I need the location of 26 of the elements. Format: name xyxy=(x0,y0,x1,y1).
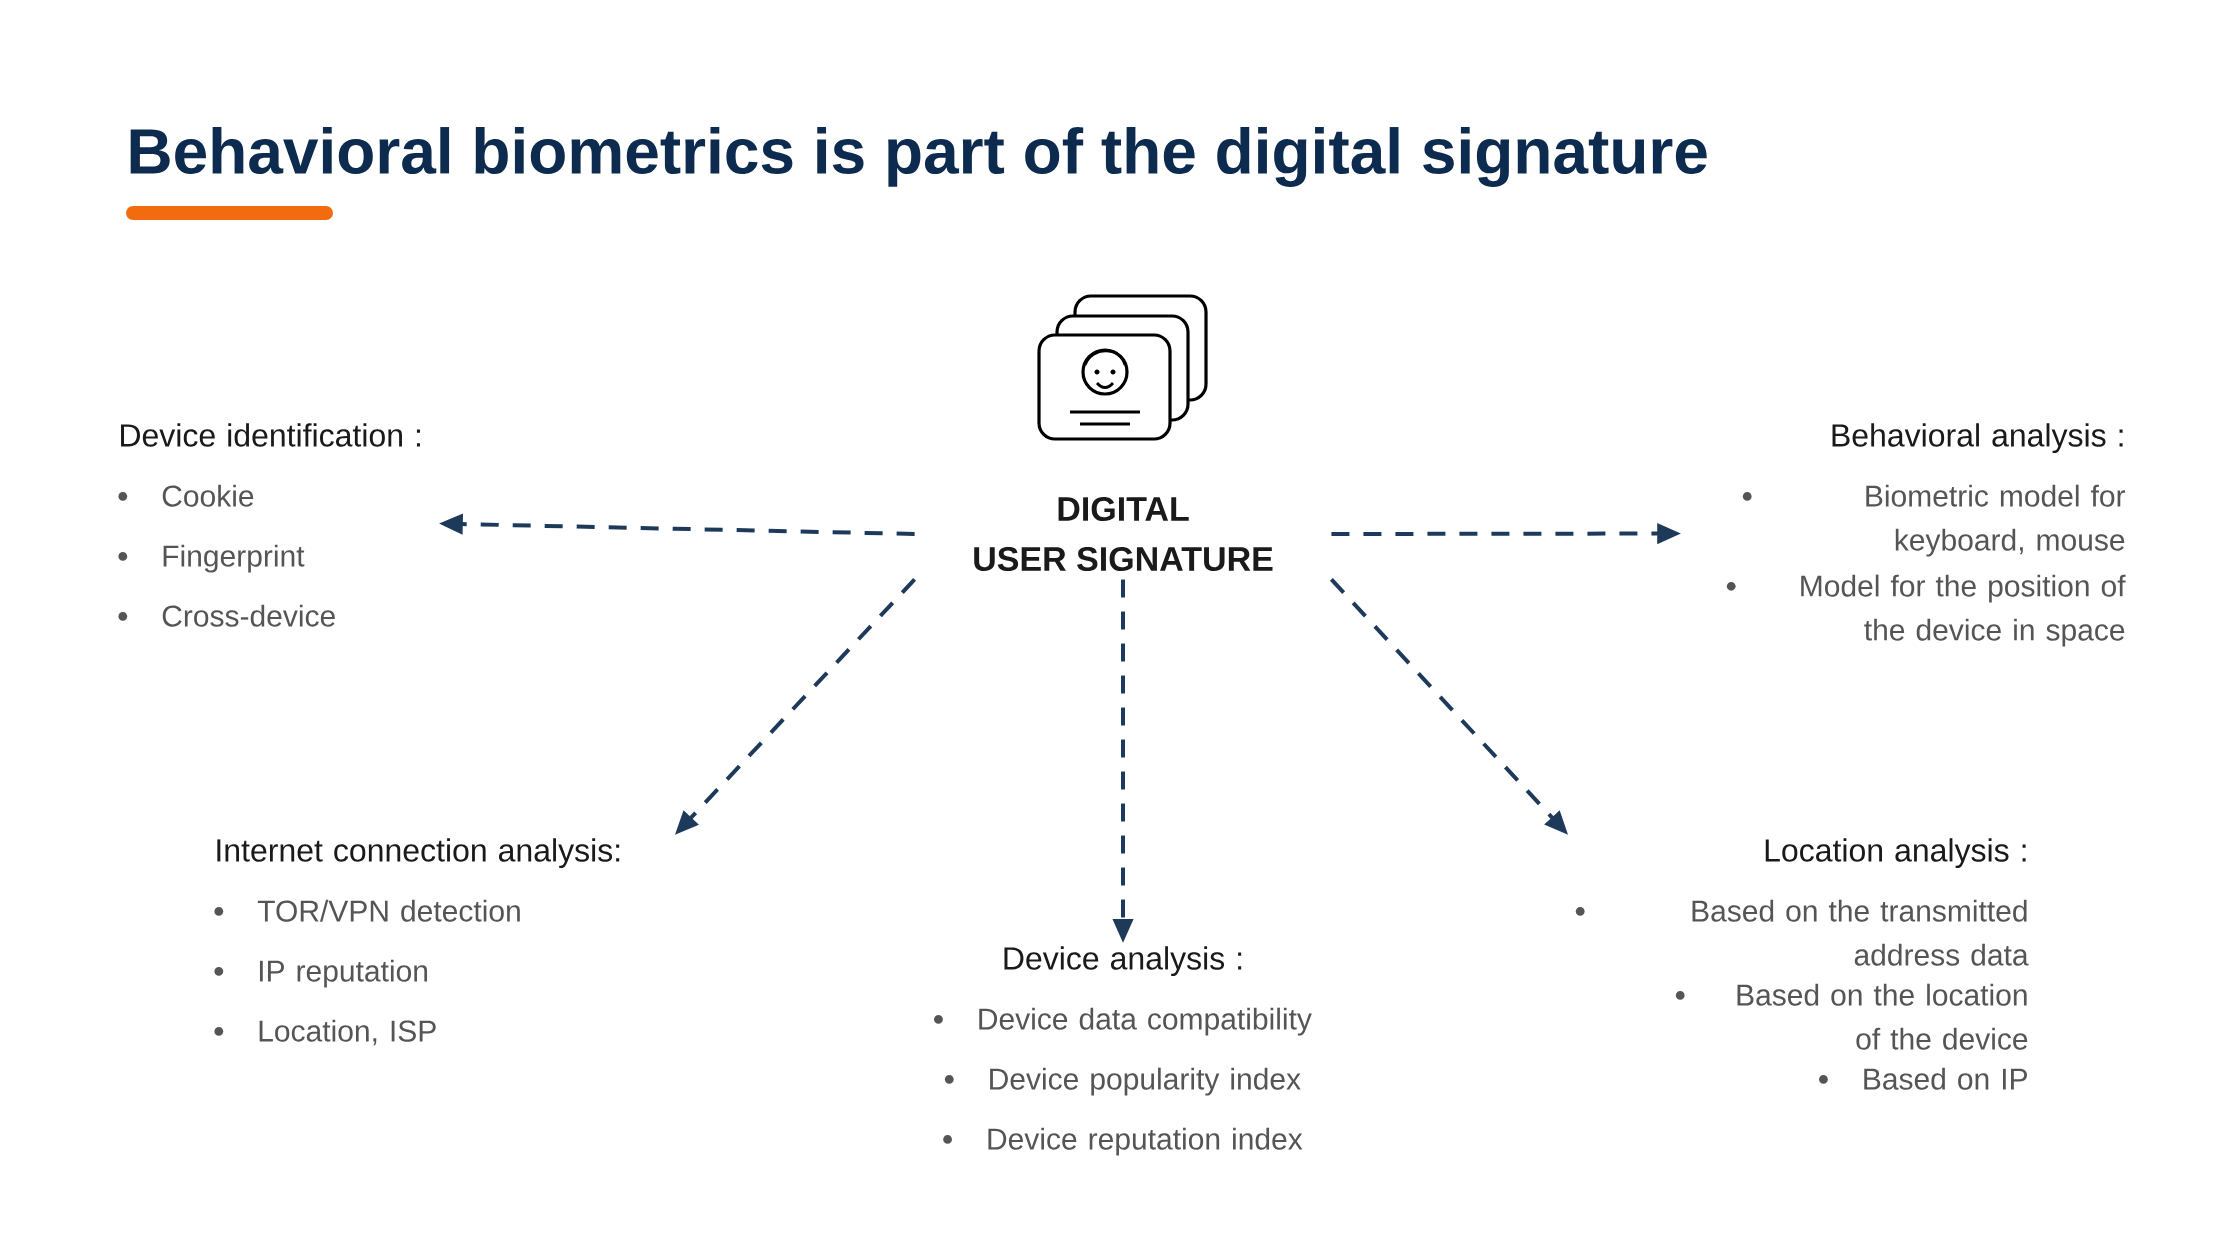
center-label: DIGITAL USER SIGNATURE xyxy=(974,496,1273,572)
node-label: Based on the transmitted address data xyxy=(1692,899,2029,966)
bullet-list: Location analysis : Based on the transmitted address data Based on the location of the device Based on IP xyxy=(1575,838,2029,1090)
node-label: Behavioral analysis : xyxy=(1832,423,2123,454)
node-label: Internet connection analysis: xyxy=(217,838,620,869)
node-label: Cross-device xyxy=(162,604,335,627)
node-label: Based on IP xyxy=(1864,1067,2027,1090)
node-label: IP reputation xyxy=(259,959,428,988)
node-label: Location analysis : xyxy=(1765,838,2026,869)
node-label: Based on the location of the device xyxy=(1737,983,2028,1050)
node-label: Cookie xyxy=(162,484,254,507)
node-label: Location, ISP xyxy=(259,1019,436,1046)
node-label: Biometric model for keyboard, mouse xyxy=(1866,484,2126,557)
bullet-list: Device analysis : Device data compatibility Device popularity index Device reputation index xyxy=(934,946,1312,1156)
bullet-list: Internet connection analysis: TOR/VPN detection IP reputation Location, ISP xyxy=(214,838,620,1046)
node-label: Device analysis : xyxy=(1004,946,1242,977)
node-label: TOR/VPN detection xyxy=(257,899,520,922)
node-label: Fingerprint xyxy=(163,544,305,573)
node-label: Device popularity index xyxy=(990,1067,1301,1096)
node-label: Device reputation index xyxy=(988,1127,1303,1156)
node-label: Model for the position of the device in space xyxy=(1801,574,2126,647)
node-label: Device data compatibility xyxy=(979,1007,1312,1036)
bullet-list: Behavioral analysis : Biometric model for keyboard, mouse Model for the position of the device in space xyxy=(1726,423,2126,647)
title: Behavioral biometrics is part of the digital signature xyxy=(130,127,1707,187)
bullet-list: Device identification : Cookie Fingerprint Cross-device xyxy=(118,423,420,627)
node-label: Device identification : xyxy=(121,423,420,447)
